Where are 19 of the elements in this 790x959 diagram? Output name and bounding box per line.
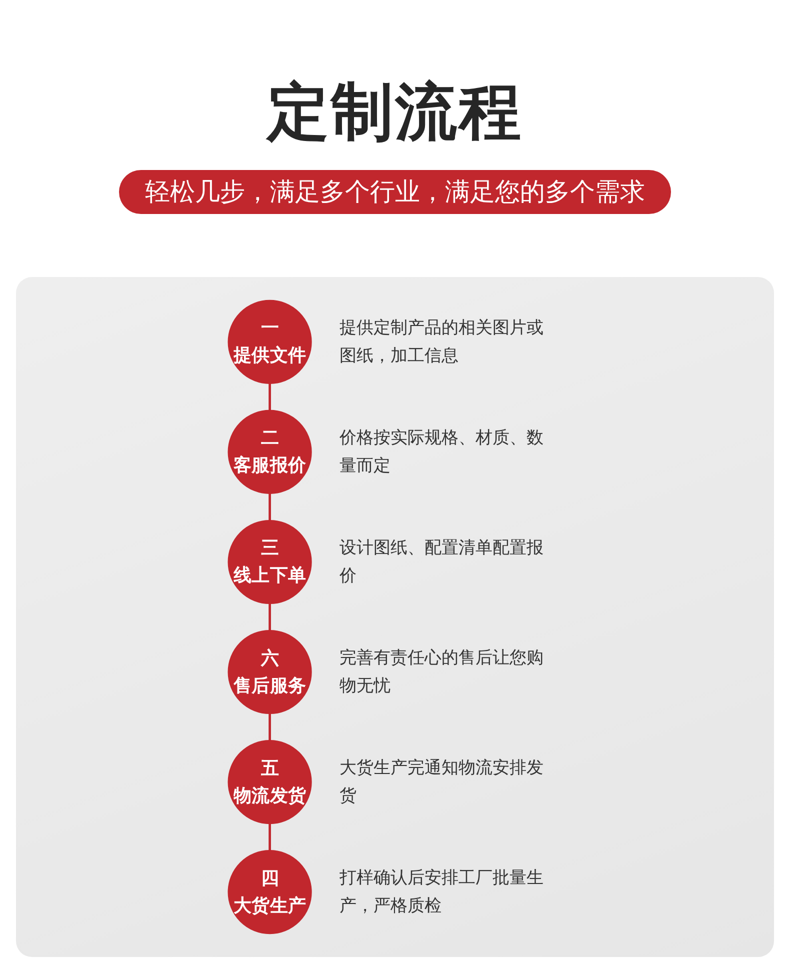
connector <box>268 824 272 850</box>
title: 定制流程 <box>267 75 523 148</box>
node-circle: 三 线上下单 <box>228 520 312 604</box>
node-circle: 六 售后服务 <box>228 630 312 714</box>
node-circle: 一 提供文件 <box>228 300 312 384</box>
node-circle: 四 大货生产 <box>228 850 312 934</box>
subtitle-banner: 轻松几步，满足多个行业，满足您的多个需求 <box>119 170 671 214</box>
connector <box>268 714 272 740</box>
connector <box>268 604 272 630</box>
step-description: 打样确认后安排工厂批量生产，严格质检 <box>340 867 545 918</box>
step-description: 设计图纸、配置清单配置报价 <box>340 536 545 588</box>
node-circle: 二 客服报价 <box>228 410 312 494</box>
step-description: 价格按实际规格、材质、数量而定 <box>340 426 545 478</box>
node-circle: 五 物流发货 <box>228 740 312 824</box>
step-description: 提供定制产品的相关图片或图纸，加工信息 <box>340 316 545 368</box>
step-description: 大货生产完通知物流安排发货 <box>340 757 545 808</box>
connector <box>268 494 272 520</box>
connector <box>268 384 272 410</box>
step-description: 完善有责任心的售后让您购物无忧 <box>340 647 545 698</box>
